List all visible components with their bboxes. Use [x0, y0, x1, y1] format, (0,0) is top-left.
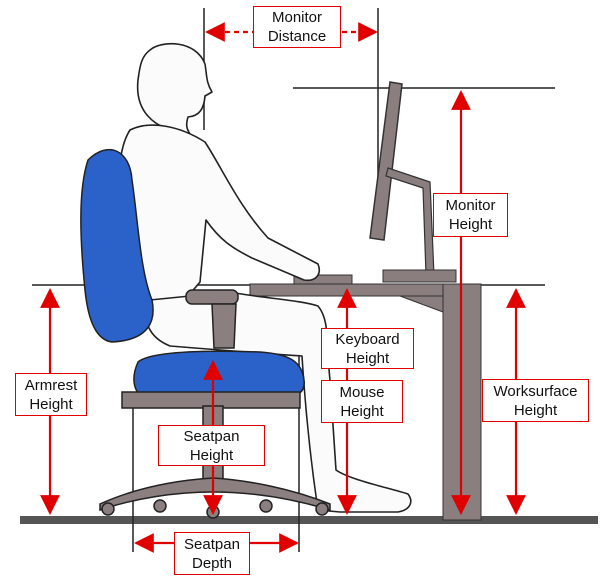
armrest-height-label: Armrest Height [15, 373, 87, 416]
monitor-distance-label: Monitor Distance [253, 6, 341, 48]
seatpan-height-label-line-1: Seatpan [159, 427, 264, 446]
armrest-height-label-line-2: Height [16, 395, 86, 414]
keyboard-height-label: Keyboard Height [321, 328, 414, 369]
seatpan-depth-label: Seatpan Depth [174, 532, 250, 575]
keyboard-height-label-line-1: Keyboard [322, 330, 413, 349]
monitor-height-label-line-2: Height [434, 215, 507, 234]
floor [20, 516, 598, 524]
monitor-distance-label-line-2: Distance [254, 27, 340, 46]
armrest-height-label-line-1: Armrest [16, 376, 86, 395]
worksurface-height-label-line-2: Height [483, 401, 588, 420]
seatpan-height-label: Seatpan Height [158, 425, 265, 466]
monitor-height-label-line-1: Monitor [434, 196, 507, 215]
seatpan-depth-label-line-2: Depth [175, 554, 249, 573]
seatpan-depth-label-line-1: Seatpan [175, 535, 249, 554]
mouse-height-label-line-2: Height [322, 402, 402, 421]
worksurface-height-label: Worksurface Height [482, 379, 589, 422]
monitor-height-label: Monitor Height [433, 193, 508, 237]
mouse-height-label-line-1: Mouse [322, 383, 402, 402]
mouse-height-label: Mouse Height [321, 380, 403, 423]
keyboard-height-label-line-2: Height [322, 349, 413, 368]
worksurface-height-label-line-1: Worksurface [483, 382, 588, 401]
seatpan-height-label-line-2: Height [159, 446, 264, 465]
monitor [370, 82, 456, 282]
monitor-distance-label-line-1: Monitor [254, 8, 340, 27]
